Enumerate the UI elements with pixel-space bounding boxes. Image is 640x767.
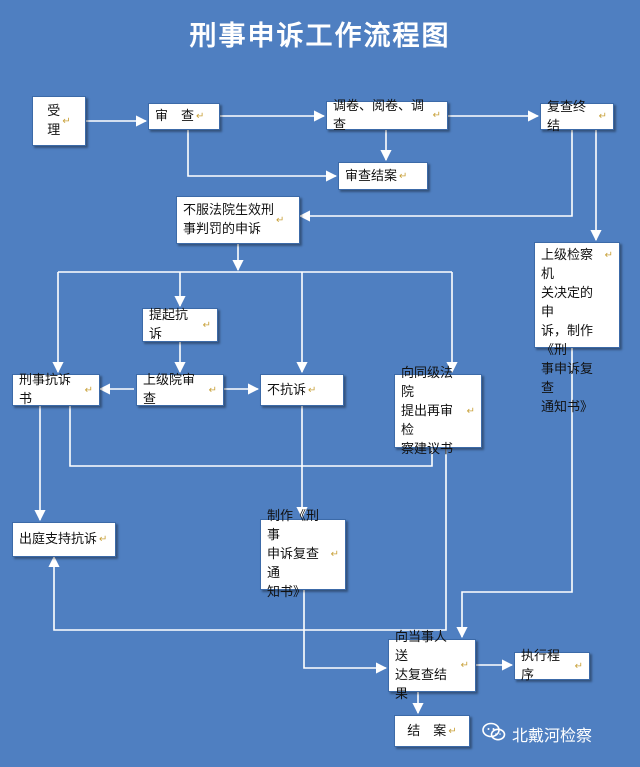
node-accept-label: 受 理: [47, 104, 61, 138]
node-accept: 受 理↵: [32, 96, 86, 146]
node-superior-decision-label: 上级检察机 关决定的申 诉，制作《刑 事申诉复查 通知书》: [541, 248, 594, 415]
node-close-case: 结 案↵: [394, 715, 470, 747]
arrow-conclusion-dissatisfied: [298, 130, 573, 222]
node-execute: 执行程序↵: [514, 649, 590, 683]
node-superior-court-review: 上级院审查↵: [136, 373, 224, 407]
node-recheck-conclusion-label: 复查终结: [547, 99, 587, 134]
node-investigate: 调卷、阅卷、调查↵: [326, 99, 448, 133]
node-deliver-result-label: 向当事人送 达复查结果: [395, 629, 448, 702]
node-close-case-label: 结 案: [407, 723, 447, 739]
node-review-result-label: 审查结案: [345, 168, 398, 184]
arrow-same-level-support: [48, 448, 447, 631]
node-same-level-court: 向同级法院 提出再审检 察建议书↵: [394, 366, 482, 457]
node-review-label: 审 查: [155, 109, 195, 124]
node-dissatisfied: 不服法院生效刑 事判罚的申诉↵: [176, 196, 300, 244]
watermark-text: 北戴河检察: [512, 726, 593, 745]
node-review-result: 审查结案↵: [338, 162, 428, 190]
line-protest-doc-same-level: [69, 406, 433, 467]
node-no-protest: 不抗诉↵: [260, 374, 344, 406]
node-investigate-label: 调卷、阅卷、调查: [333, 98, 425, 133]
node-same-level-court-label: 向同级法院 提出再审检 察建议书: [401, 365, 454, 457]
node-file-protest-label: 提起抗诉: [149, 308, 189, 342]
node-superior-decision: 上级检察机 关决定的申 诉，制作《刑 事申诉复查 通知书》↵: [534, 242, 620, 415]
node-deliver-result: 向当事人送 达复查结果↵: [388, 630, 476, 702]
node-review: 审 查↵: [148, 103, 220, 130]
node-file-protest: 提起抗诉↵: [142, 308, 218, 342]
node-no-protest-label: 不抗诉: [267, 382, 307, 398]
node-make-notice-label: 制作《刑事 申诉复查通 知书》: [267, 509, 320, 600]
arrow-notice-deliver: [303, 590, 388, 674]
node-dissatisfied-label: 不服法院生效刑 事判罚的申诉: [183, 203, 275, 237]
node-execute-label: 执行程序: [521, 649, 561, 683]
node-recheck-conclusion: 复查终结↵: [540, 100, 614, 134]
node-protest-document: 刑事抗诉书↵: [12, 373, 100, 407]
node-make-notice: 制作《刑事 申诉复查通 知书》↵: [260, 509, 346, 600]
node-superior-court-review-label: 上级院审查: [143, 373, 196, 407]
node-protest-document-label: 刑事抗诉书: [19, 373, 72, 407]
watermark: 北戴河检察: [482, 722, 592, 746]
node-support-in-court: 出庭支持抗诉↵: [12, 522, 116, 557]
wechat-icon: [482, 722, 506, 746]
arrow-review-result: [187, 130, 338, 182]
page-title: 刑事申诉工作流程图: [189, 21, 451, 52]
arrow-superior-deliver: [456, 348, 573, 639]
node-support-in-court-label: 出庭支持抗诉: [19, 532, 98, 547]
